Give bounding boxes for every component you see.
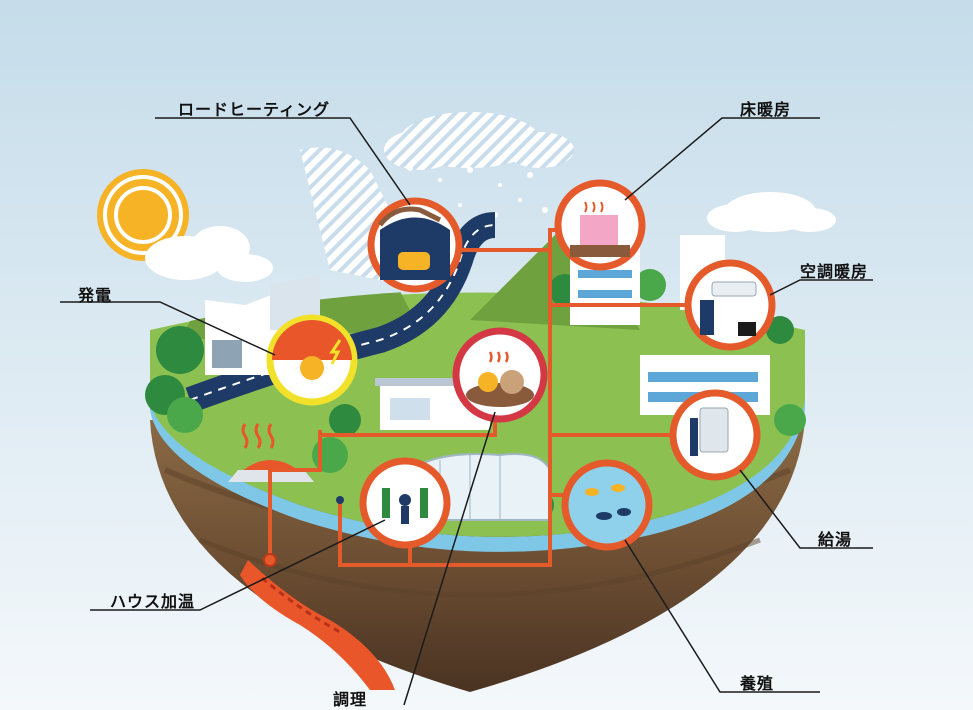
label-aquaculture: 養殖 <box>740 674 775 693</box>
callout-lines <box>60 117 873 706</box>
road-heating-icon <box>367 197 463 293</box>
label-road-heating: ロードヒーティング <box>178 100 331 119</box>
power-generation-icon <box>266 314 358 406</box>
label-floor-heating: 床暖房 <box>740 100 792 119</box>
ac-heating-icon <box>684 259 776 351</box>
greenhouse-heating-icon <box>359 457 451 549</box>
cooking-icon <box>452 327 548 423</box>
river <box>150 395 805 552</box>
hot-water-icon <box>669 389 761 481</box>
label-greenhouse-heating: ハウス加温 <box>110 592 196 611</box>
label-cooking: 調理 <box>333 690 368 709</box>
sun-icon <box>97 169 189 261</box>
label-hot-water-supply: 給湯 <box>818 530 853 549</box>
label-ac-heating: 空調暖房 <box>800 262 869 281</box>
cloud-icon <box>145 226 273 282</box>
aquaculture-icon <box>561 459 653 551</box>
snow-cloud-icon <box>384 112 574 170</box>
cloud-icon <box>707 192 836 232</box>
floor-heating-icon <box>554 179 646 271</box>
label-power-generation: 発電 <box>78 286 113 305</box>
